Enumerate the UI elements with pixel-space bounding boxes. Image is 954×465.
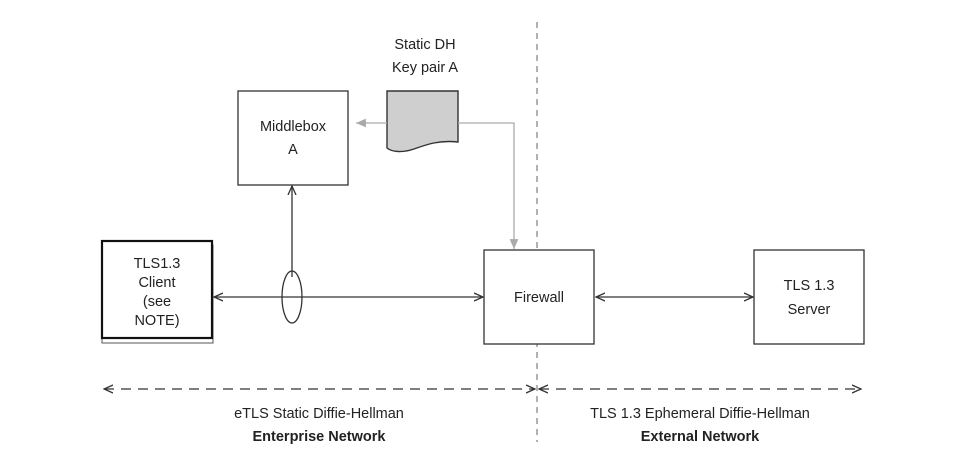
client-label-line1: TLS1.3 [134,256,181,272]
tls-server-box [753,249,865,345]
server-label-line1: TLS 1.3 [784,278,835,294]
client-label-line3: (see [143,294,171,310]
key-pair-document-icon [386,90,459,153]
middlebox-label-line2: A [288,142,298,158]
enterprise-protocol-label: eTLS Static Diffie-Hellman [234,406,404,422]
external-network-label: External Network [641,429,760,445]
firewall-label: Firewall [514,290,564,306]
middlebox-label-line1: Middlebox [260,119,327,135]
enterprise-network-label: Enterprise Network [253,429,387,445]
client-label-line2: Client [138,275,175,291]
key-to-firewall-arrow [458,122,519,249]
firewall-box [483,249,595,345]
server-label-line2: Server [788,302,831,318]
client-label-line4: NOTE) [134,313,179,329]
tls-client-box [100,239,214,340]
key-pair-label-line1: Static DH [394,37,455,53]
external-protocol-label: TLS 1.3 Ephemeral Diffie-Hellman [590,406,810,422]
key-pair-label-line2: Key pair A [392,60,458,76]
middlebox-a-box [237,90,349,186]
